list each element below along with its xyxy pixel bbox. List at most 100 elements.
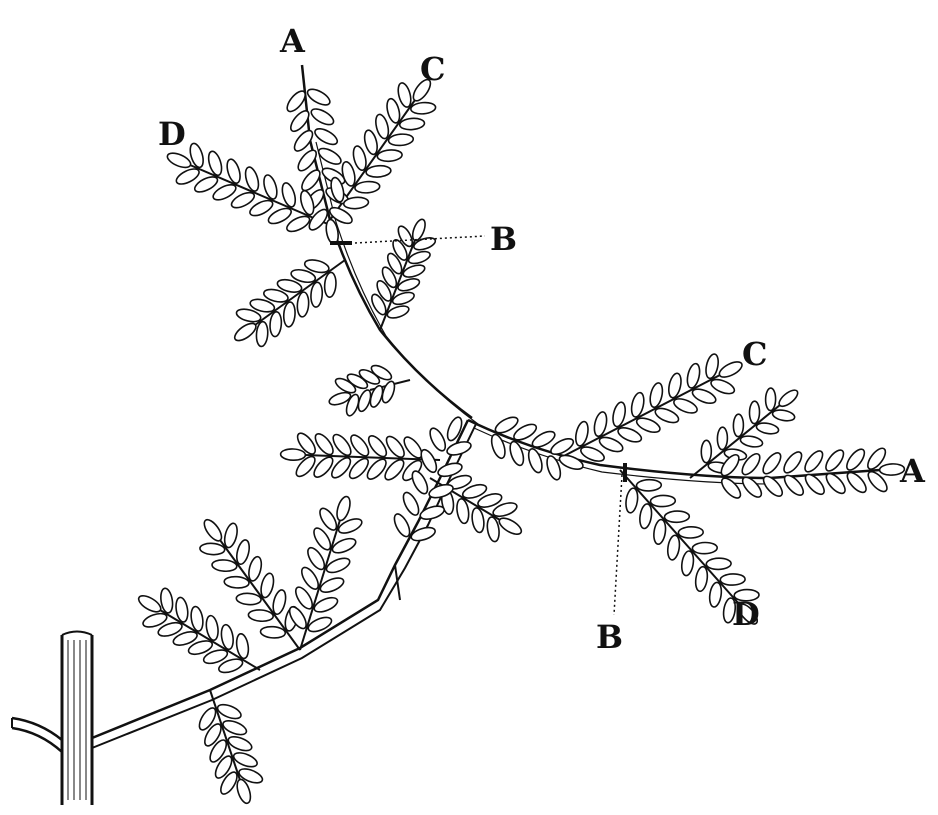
leaflet (248, 609, 274, 622)
terminal-leaflet (558, 453, 585, 472)
leaflet (348, 432, 372, 458)
leaflet (385, 97, 402, 124)
leaflet (365, 433, 389, 459)
leaflet (351, 145, 368, 172)
leaflet (354, 181, 380, 194)
leaflet (844, 446, 868, 472)
leaflet (733, 414, 743, 437)
leaflet (283, 302, 296, 328)
terminal-leaflet (201, 517, 225, 544)
leaflet (781, 449, 805, 475)
leaflet (400, 490, 421, 517)
label-top-c: C (420, 50, 445, 88)
leaflet (740, 434, 764, 448)
secondary-branches (160, 100, 780, 780)
leaflet (224, 576, 250, 589)
terminal-leaflet (445, 415, 465, 442)
leaflet (692, 542, 717, 554)
leaflet (691, 386, 718, 406)
main-stem (62, 632, 92, 806)
leaflet (666, 535, 681, 561)
leaflet (391, 512, 412, 539)
leaflet (635, 415, 662, 435)
leaflet (823, 447, 847, 473)
leaflet (749, 401, 759, 424)
terminal-leaflet (497, 515, 524, 537)
leaflet (636, 479, 661, 491)
leaflet (427, 426, 448, 453)
label-top-b: B (490, 220, 517, 258)
leaflet (694, 566, 709, 592)
label-right-a: A (899, 452, 926, 490)
pointer-line-lower-b (614, 475, 622, 615)
leaflet (720, 574, 745, 586)
terminal-leaflet (717, 359, 744, 380)
leaflet (383, 434, 407, 460)
leaflet (650, 495, 675, 507)
leaflet (844, 470, 869, 496)
leaflet (312, 431, 336, 457)
terminal-leaflet (777, 387, 801, 409)
leaflet (652, 519, 667, 545)
leaflet (701, 440, 711, 463)
terminal-leaflet (232, 320, 259, 344)
leaflet (297, 292, 310, 318)
leaflet (638, 503, 653, 529)
leaflet (305, 86, 332, 108)
leaflet (756, 421, 780, 435)
leaflet (680, 550, 695, 576)
leaflet (664, 511, 689, 523)
leaflet (526, 447, 545, 474)
leaflet (200, 543, 226, 556)
leaflet (419, 504, 446, 522)
leaflet (271, 589, 288, 616)
label-right-d: D (732, 595, 760, 633)
leaflet (222, 522, 239, 549)
leaflet (316, 145, 343, 167)
leaflet (409, 469, 430, 496)
leaflet (653, 406, 680, 426)
leaflet (330, 432, 354, 458)
terminal-leaflet (280, 449, 305, 461)
label-right-c: C (742, 335, 767, 373)
label-top-a: A (279, 22, 306, 60)
leaflet (802, 448, 826, 474)
leaflet (709, 377, 736, 397)
leaflet (259, 572, 276, 599)
leaflet (260, 626, 286, 639)
terminal-leaflet (165, 150, 192, 170)
leaflet (235, 539, 252, 566)
leaflet (708, 582, 723, 608)
leaflet (269, 311, 282, 337)
leaflet (396, 82, 413, 109)
leaflet (760, 450, 784, 476)
leaflet (672, 396, 699, 416)
label-top-d: D (158, 115, 186, 153)
leaflet (366, 165, 392, 178)
label-right-b: B (596, 618, 623, 656)
leaflet (399, 117, 425, 130)
leaflet (247, 555, 264, 582)
leaflet (362, 129, 379, 156)
leaflet (310, 282, 323, 308)
terminal-leaflet (136, 593, 163, 615)
terminal-leaflet (335, 495, 353, 522)
leaflet (765, 388, 775, 411)
leaflet (410, 102, 436, 115)
leaflet (706, 558, 731, 570)
leaflet (388, 133, 414, 146)
leaflet (445, 439, 472, 457)
leaflet (717, 427, 727, 450)
figure-labels: A C D B C A D B (158, 22, 926, 656)
leaflet (324, 272, 337, 298)
leaflet (236, 593, 262, 606)
leaflet (678, 526, 703, 538)
leaflet (616, 425, 643, 445)
leaflet (309, 106, 336, 128)
leaflet (624, 487, 639, 513)
leaflet (256, 321, 269, 347)
leaflet (719, 475, 744, 501)
leaflet (772, 408, 796, 422)
